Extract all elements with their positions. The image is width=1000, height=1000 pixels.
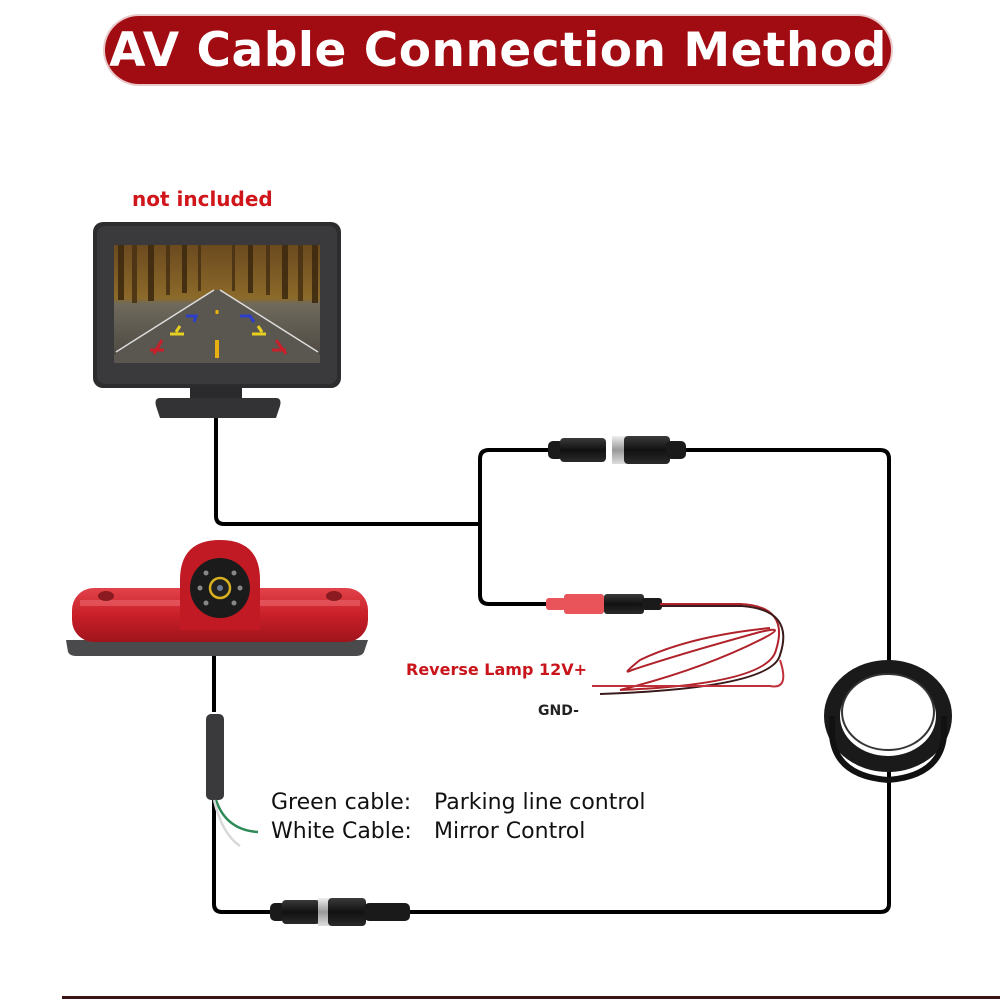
power-wires	[592, 603, 785, 695]
white-cable-function: Mirror Control	[434, 819, 586, 844]
control-wire-junction	[206, 714, 259, 848]
not-included-label: not included	[132, 187, 273, 211]
title-banner: AV Cable Connection Method	[105, 16, 891, 84]
cable-extension-right	[410, 448, 891, 914]
power-connector	[546, 594, 662, 614]
bottom-divider	[62, 996, 1000, 999]
cable-monitor-to-junction	[214, 418, 480, 526]
white-cable-name: White Cable:	[271, 819, 412, 844]
green-cable-note: Green cable: Parking line control	[271, 790, 646, 815]
green-cable-function: Parking line control	[434, 790, 646, 815]
connector-bottom	[270, 898, 410, 926]
cable-junction-split	[478, 448, 550, 606]
page-title: AV Cable Connection Method	[109, 22, 887, 78]
green-wire	[214, 799, 259, 834]
ground-label: GND-	[538, 703, 579, 719]
cable-coil	[824, 660, 952, 784]
cable-camera-down	[212, 656, 272, 914]
white-wire	[212, 799, 241, 848]
white-cable-note: White Cable: Mirror Control	[271, 819, 585, 844]
reverse-lamp-label: Reverse Lamp 12V+	[406, 660, 588, 679]
connector-top	[548, 436, 686, 464]
camera-brake-light	[66, 540, 368, 656]
green-cable-name: Green cable:	[271, 790, 412, 815]
monitor	[93, 222, 341, 418]
